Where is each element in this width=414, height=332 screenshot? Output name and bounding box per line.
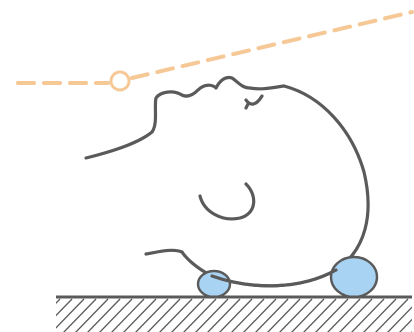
dashed-reference-line [18, 12, 412, 83]
floor-hatch-line [26, 299, 60, 332]
floor-hatch-line [410, 299, 414, 332]
floor-hatch-line [38, 299, 72, 332]
hatched-floor-surface [26, 297, 414, 332]
support-pad-right [331, 257, 377, 297]
support-pad-left [198, 271, 230, 297]
head-profile-outline [86, 77, 368, 285]
floor-hatch-line [386, 299, 414, 332]
circle-marker [111, 72, 129, 90]
floor-hatch-line [398, 299, 414, 332]
